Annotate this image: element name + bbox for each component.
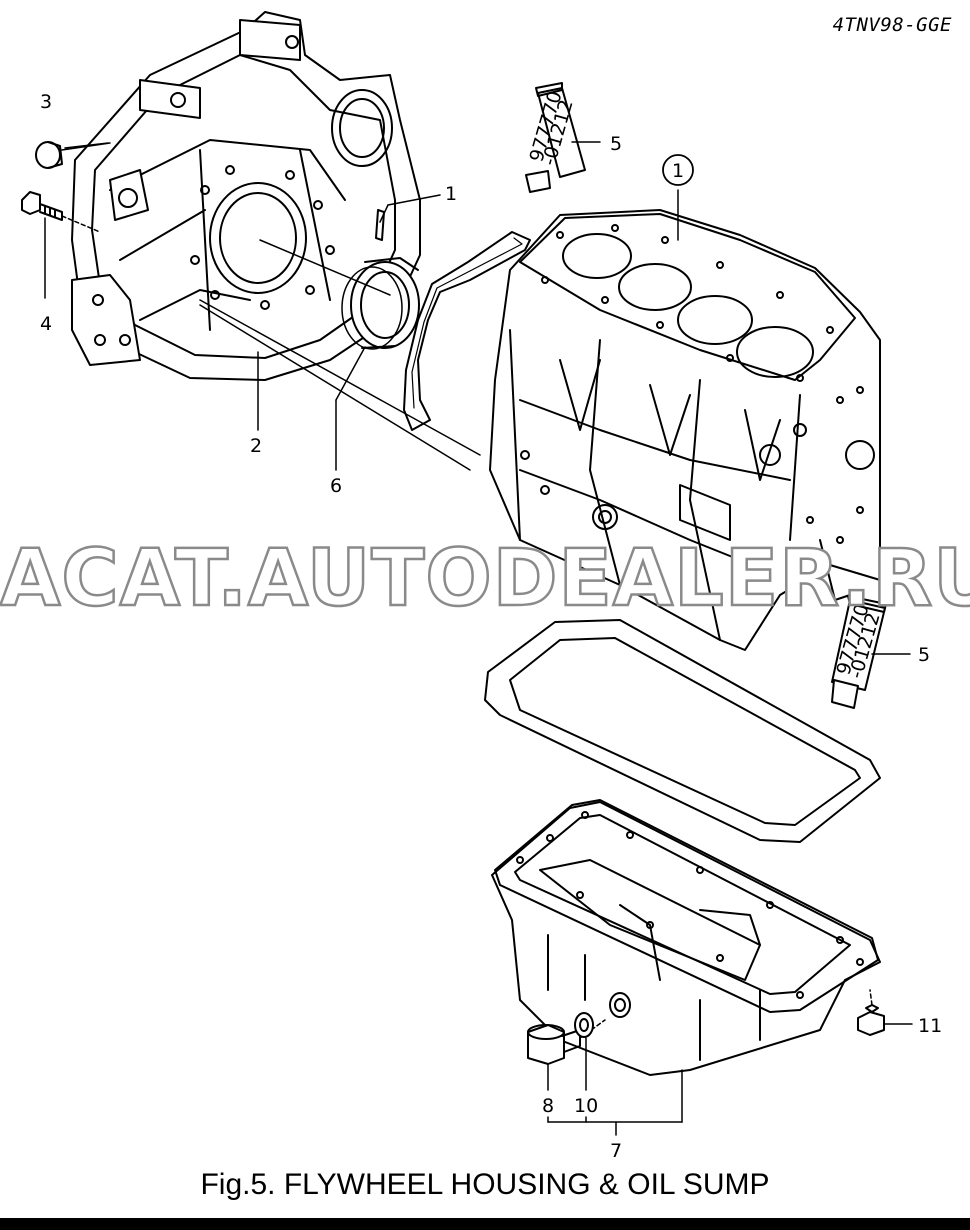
oil-seal-part-6 xyxy=(341,257,420,350)
callout-10: 10 xyxy=(574,1095,598,1117)
callout-11: 11 xyxy=(918,1015,942,1037)
callout-1: 1 xyxy=(445,183,457,205)
callout-5-bottom: 5 xyxy=(918,644,930,666)
callout-6: 6 xyxy=(330,475,342,497)
oil-sump-drawing xyxy=(491,799,881,1076)
leader-lines xyxy=(64,141,913,1136)
bolt-part-11 xyxy=(857,989,885,1036)
callout-circle-1 xyxy=(662,154,694,186)
flywheel-housing-drawing xyxy=(71,11,421,381)
callout-7: 7 xyxy=(610,1140,622,1162)
oil-pan-gasket-drawing xyxy=(484,619,881,843)
model-code: 4TNV98-GGE xyxy=(832,14,952,36)
sealant-tube-top xyxy=(525,82,586,193)
drain-plug-part-8 xyxy=(527,1019,606,1065)
plug-part-3 xyxy=(35,141,111,169)
figure-caption: Fig.5. FLYWHEEL HOUSING & OIL SUMP xyxy=(200,1168,770,1201)
rear-gasket-drawing xyxy=(403,231,531,431)
callout-3: 3 xyxy=(40,91,52,113)
washer-part-10 xyxy=(574,1012,594,1038)
callout-1-circled: 1 xyxy=(672,160,684,182)
callout-8: 8 xyxy=(542,1095,554,1117)
sealant-tube-bottom xyxy=(831,595,887,709)
cylinder-block-drawing xyxy=(489,209,881,651)
callout-5-top: 5 xyxy=(610,133,622,155)
watermark: ACAT.AUTODEALER.RU xyxy=(0,533,970,626)
bolt-part-4 xyxy=(21,191,101,299)
bottom-border xyxy=(0,1218,970,1230)
callout-4: 4 xyxy=(40,313,52,335)
callout-2: 2 xyxy=(250,435,262,457)
